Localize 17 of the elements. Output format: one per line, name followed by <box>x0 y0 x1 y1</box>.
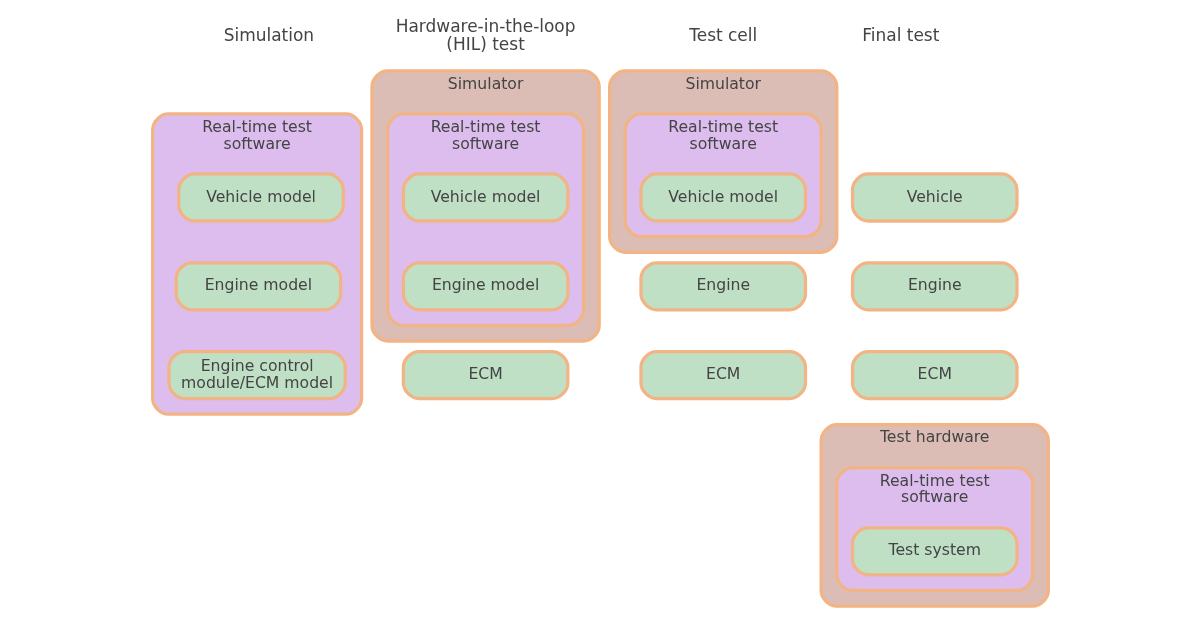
node-box: Engine control module/ECM model <box>166 349 347 401</box>
node-box: Engine <box>638 261 807 312</box>
label: Hardware-in-the-loop (HIL) test <box>395 16 576 55</box>
node-box: Engine model <box>401 261 569 312</box>
label: Simulation <box>223 25 314 46</box>
node-box: ECM <box>850 349 1019 401</box>
node-box: Engine model <box>174 261 342 312</box>
node-box: Vehicle model <box>638 172 807 223</box>
label: Test cell <box>688 25 757 46</box>
node-box: ECM <box>401 349 569 401</box>
node-box: Engine <box>850 261 1019 312</box>
node-box: ECM <box>638 349 807 401</box>
label: Final test <box>861 25 939 46</box>
node-box: Test system <box>850 526 1019 577</box>
node-box: Vehicle model <box>401 172 569 223</box>
node-box: Vehicle model <box>176 172 345 223</box>
node-box: Vehicle <box>850 172 1019 223</box>
